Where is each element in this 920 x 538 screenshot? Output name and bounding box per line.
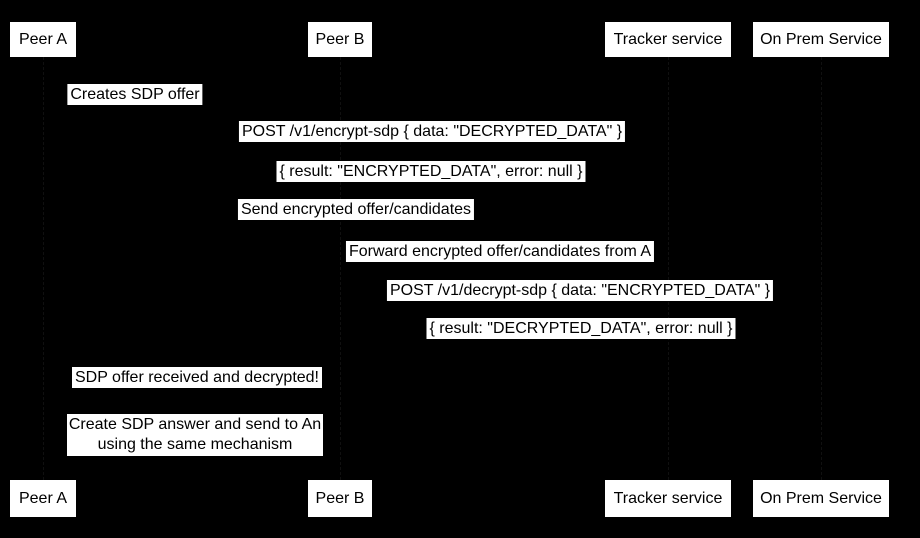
message-encrypt-sdp-response: { result: "ENCRYPTED_DATA", error: null … xyxy=(276,161,586,182)
participant-peer-a-bottom: Peer A xyxy=(10,480,76,517)
message-creates-sdp-offer: Creates SDP offer xyxy=(67,84,203,105)
message-forward-encrypted-offer: Forward encrypted offer/candidates from … xyxy=(345,241,655,262)
message-sdp-offer-received: SDP offer received and decrypted! xyxy=(72,367,322,388)
participant-peer-b-top: Peer B xyxy=(308,22,372,57)
message-send-encrypted-offer: Send encrypted offer/candidates xyxy=(237,199,475,220)
participant-peer-b-bottom: Peer B xyxy=(308,480,372,517)
participant-tracker-service-bottom: Tracker service xyxy=(605,480,731,517)
message-decrypt-sdp-response: { result: "DECRYPTED_DATA", error: null … xyxy=(426,318,736,339)
participant-tracker-service-top: Tracker service xyxy=(605,22,731,57)
lifeline-on-prem-service xyxy=(821,57,822,480)
participant-on-prem-service-top: On Prem Service xyxy=(753,22,889,57)
note-create-sdp-answer: Create SDP answer and send to An using t… xyxy=(67,414,323,456)
lifeline-peer-b xyxy=(340,57,341,480)
lifeline-peer-a xyxy=(43,57,44,480)
message-encrypt-sdp-request: POST /v1/encrypt-sdp { data: "DECRYPTED_… xyxy=(238,121,626,142)
participant-peer-a-top: Peer A xyxy=(10,22,76,57)
message-decrypt-sdp-request: POST /v1/decrypt-sdp { data: "ENCRYPTED_… xyxy=(386,280,774,301)
participant-on-prem-service-bottom: On Prem Service xyxy=(753,480,889,517)
lifeline-tracker-service xyxy=(668,57,669,480)
